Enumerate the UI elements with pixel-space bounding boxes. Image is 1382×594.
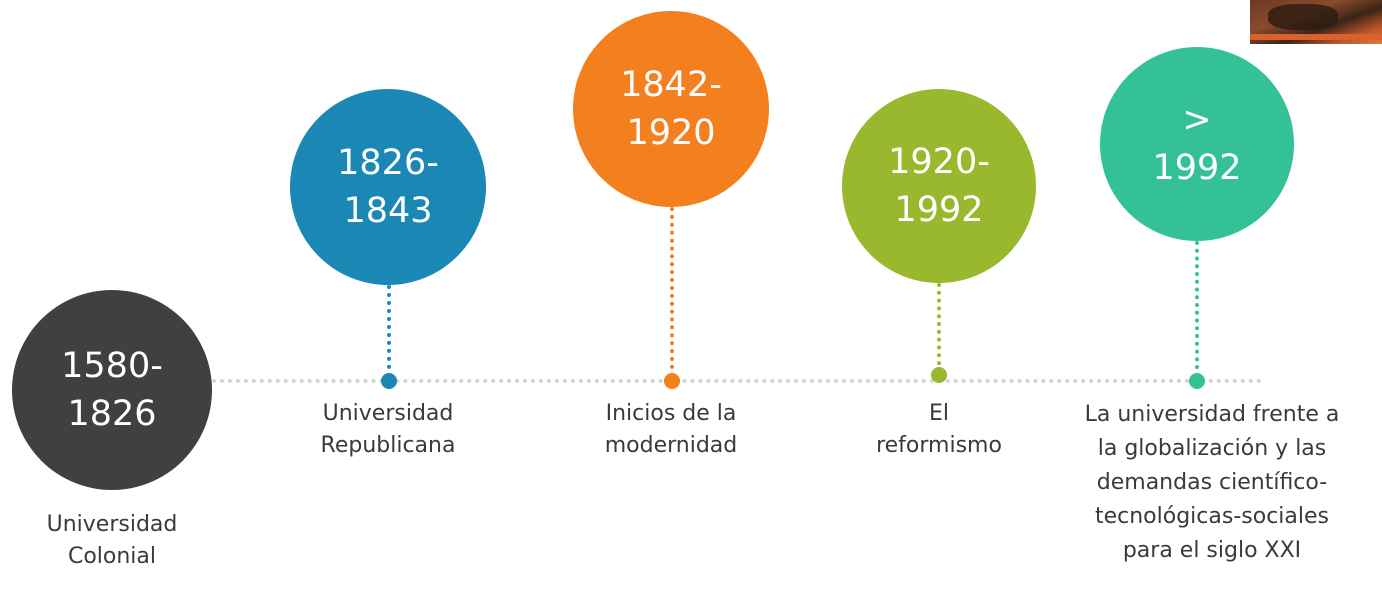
label-line: la globalización y las (1097, 436, 1327, 461)
stem-republicana (387, 285, 391, 377)
period-line: 1920- (888, 142, 990, 182)
label-line: La universidad frente a (1084, 402, 1340, 427)
period-circle-colonial: 1580- 1826 (12, 290, 212, 490)
label-line: modernidad (604, 433, 738, 458)
period-line: 1992 (1152, 148, 1242, 188)
stem-globalizacion (1195, 241, 1199, 377)
node-dot-reformismo (931, 367, 947, 383)
label-line: para el siglo XXI (1122, 538, 1302, 563)
period-line: 1992 (894, 190, 984, 230)
period-line: 1826- (337, 143, 439, 183)
event-label-republicana: Universidad Republicana (288, 398, 488, 462)
period-circle-reformismo: 1920- 1992 (842, 89, 1036, 283)
period-line: 1843 (343, 191, 433, 231)
label-line: reformismo (876, 433, 1002, 458)
label-line: Republicana (320, 433, 456, 458)
event-label-modernidad: Inicios de la modernidad (571, 398, 771, 462)
event-label-reformismo: El reformismo (839, 398, 1039, 462)
period-circle-republicana: 1826- 1843 (290, 89, 486, 285)
label-line: Colonial (67, 544, 157, 569)
period-line: 1580- (61, 346, 163, 386)
period-line: 1842- (620, 65, 722, 105)
node-dot-modernidad (664, 373, 680, 389)
period-circle-modernidad: 1842- 1920 (573, 11, 769, 207)
period-line: > (1182, 100, 1212, 140)
label-line: Inicios de la (605, 401, 737, 426)
node-dot-globalizacion (1189, 373, 1205, 389)
stem-reformismo (937, 283, 941, 373)
label-line: Universidad (322, 401, 454, 426)
event-label-colonial: Universidad Colonial (12, 509, 212, 573)
node-dot-republicana (381, 373, 397, 389)
stem-modernidad (670, 207, 674, 377)
period-circle-globalizacion: > 1992 (1100, 47, 1294, 241)
timeline-axis (212, 379, 1262, 383)
label-line: El (928, 401, 949, 426)
label-line: demandas científico- (1096, 470, 1328, 495)
photo-shadow (1268, 4, 1338, 30)
period-line: 1920 (626, 113, 716, 153)
photo-stripe (1250, 34, 1382, 40)
label-line: tecnológicas-sociales (1094, 504, 1329, 529)
event-label-globalizacion: La universidad frente a la globalización… (1052, 398, 1372, 568)
period-line: 1826 (67, 394, 157, 434)
corner-photo (1250, 0, 1382, 44)
label-line: Universidad (46, 512, 178, 537)
